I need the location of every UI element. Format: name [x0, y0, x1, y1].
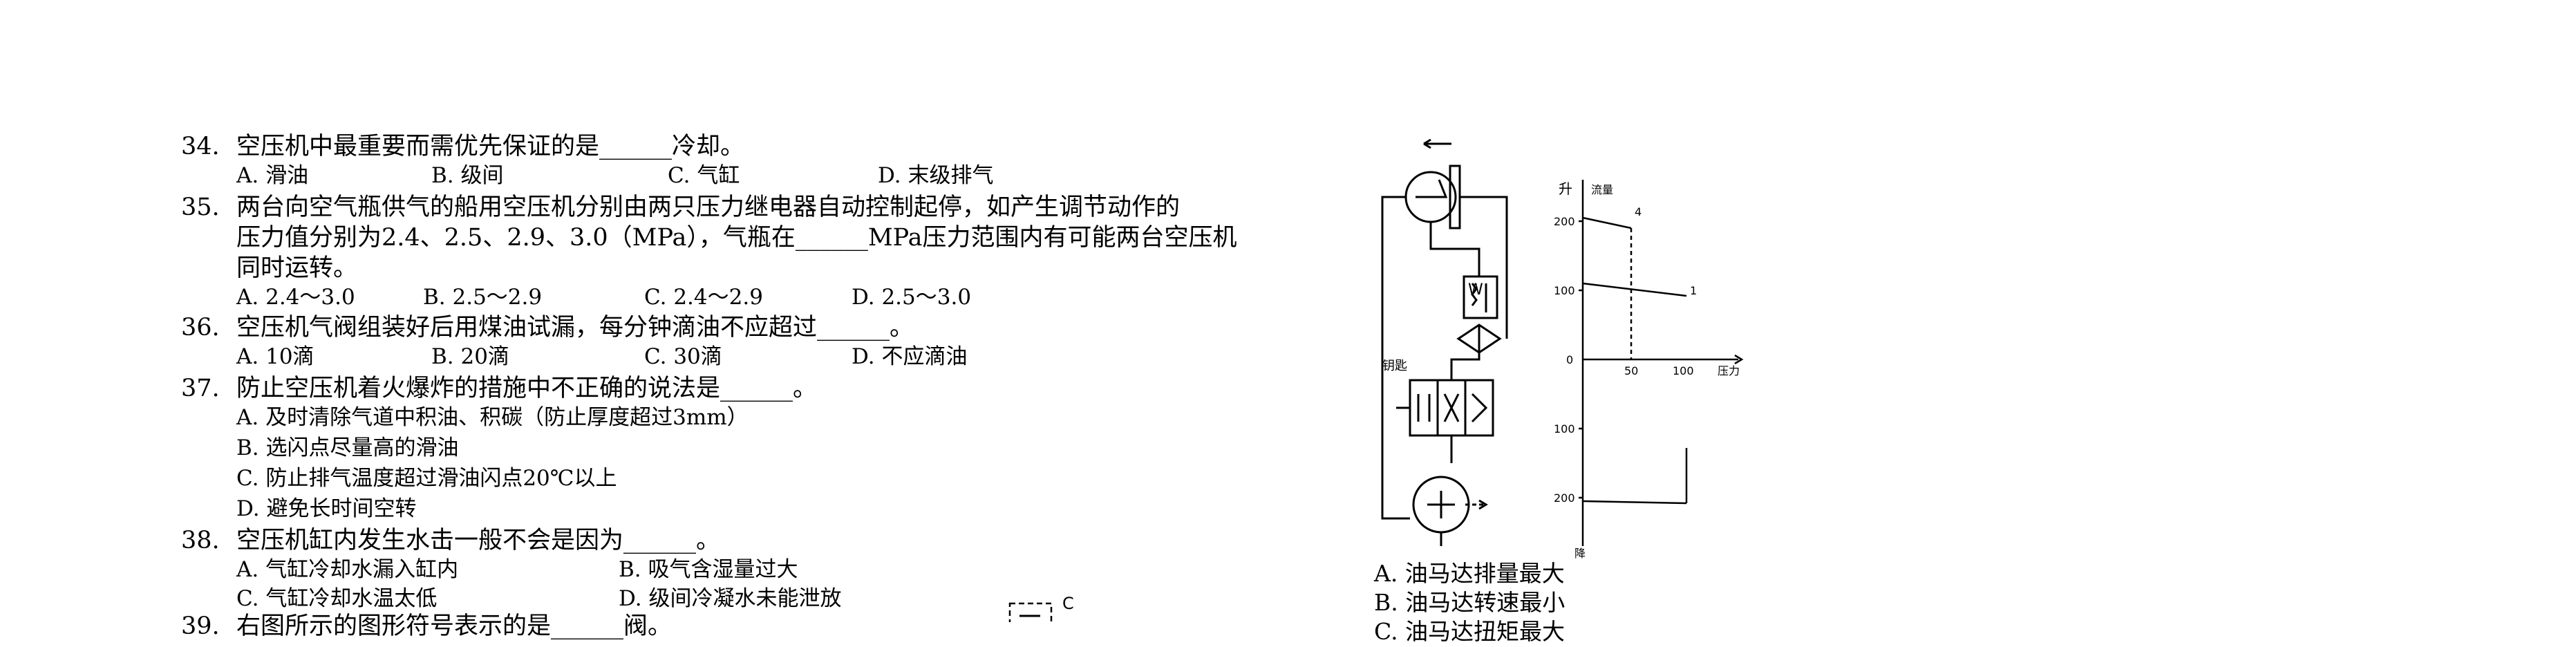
y-tick-neg100: 100 — [1554, 422, 1575, 435]
option-c: C. 气缸 — [668, 163, 740, 188]
option-a: A. 10滴 — [236, 344, 314, 369]
y-tick-neg200: 200 — [1554, 491, 1575, 505]
hydraulic-circuit-diagram: W 钥匙 — [1381, 138, 1508, 546]
question-text: 右图所示的图形符号表示的是______阀。 — [236, 612, 673, 640]
flow-pressure-graph: 升 流量 200 100 0 100 200 50 100 压力 4 1 降 — [1554, 180, 1744, 560]
option-a: A. 2.4～3.0 — [236, 285, 355, 310]
question-39-stem: 39. 右图所示的图形符号表示的是______阀。 — [181, 611, 672, 641]
question-number: 34. — [181, 133, 220, 160]
y-tick-0: 0 — [1566, 353, 1573, 366]
curve-label-a: 4 — [1635, 205, 1642, 218]
question-number: 39. — [181, 612, 220, 640]
y-tick-200: 200 — [1554, 215, 1575, 228]
option-a: A. 气缸冷却水漏入缸内 — [236, 557, 459, 582]
option-c: C. 防止排气温度超过滑油闪点20℃以上 — [236, 466, 617, 491]
box-label: C — [1062, 594, 1074, 613]
question-35-line-3: 同时运转。 — [236, 254, 358, 282]
option-a: A. 滑油 — [236, 163, 309, 188]
x-label: 压力 — [1718, 364, 1740, 377]
right-option-a: A. 油马达排量最大 — [1374, 560, 1565, 587]
question-text: 两台向空气瓶供气的船用空压机分别由两只压力继电器自动控制起停，如产生调节动作的 — [236, 194, 1181, 221]
option-c: C. 30滴 — [644, 344, 722, 369]
bottom-label: 降 — [1574, 547, 1586, 560]
option-b: B. 级间 — [431, 163, 504, 188]
question-35-line-2: 压力值分别为2.4、2.5、2.9、3.0（MPa），气瓶在______MPa压… — [236, 224, 1237, 252]
question-37-stem: 37. 防止空压机着火爆炸的措施中不正确的说法是______。 — [181, 373, 817, 404]
option-c: C. 2.4～2.9 — [644, 285, 763, 310]
hand-label: 钥匙 — [1382, 359, 1407, 373]
valve-symbol-partial: C — [1008, 594, 1074, 622]
question-38-stem: 38. 空压机缸内发生水击一般不会是因为______。 — [181, 525, 720, 556]
x-tick-100: 100 — [1673, 364, 1694, 377]
question-text: 空压机中最重要而需优先保证的是______冷却。 — [236, 133, 745, 160]
option-d: D. 不应滴油 — [852, 344, 968, 369]
option-d: D. 2.5～3.0 — [852, 285, 972, 310]
y-axis-title: 流量 — [1591, 183, 1613, 196]
option-b: B. 2.5～2.9 — [423, 285, 543, 310]
option-b: B. 选闪点尽量高的滑油 — [236, 435, 459, 460]
option-d: D. 避免长时间空转 — [236, 496, 417, 521]
option-a: A. 及时清除气道中积油、积碳（防止厚度超过3mm） — [236, 405, 749, 430]
option-c: C. 气缸冷却水温太低 — [236, 586, 438, 611]
x-tick-50: 50 — [1624, 364, 1638, 377]
question-text: 空压机缸内发生水击一般不会是因为______。 — [236, 527, 721, 554]
curve-label-b: 1 — [1690, 284, 1697, 297]
question-number: 36. — [181, 314, 220, 341]
option-d: D. 末级排气 — [878, 163, 994, 188]
right-option-c: C. 油马达扭矩最大 — [1374, 618, 1566, 645]
question-34-stem: 34. 空压机中最重要而需优先保证的是______冷却。 — [181, 131, 744, 162]
right-option-b: B. 油马达转速最小 — [1374, 589, 1566, 616]
question-number: 37. — [181, 375, 220, 402]
question-text: 防止空压机着火爆炸的措施中不正确的说法是______。 — [236, 375, 818, 402]
question-35-stem: 35. 两台向空气瓶供气的船用空压机分别由两只压力继电器自动控制起停，如产生调节动… — [181, 192, 1180, 223]
question-number: 35. — [181, 194, 220, 221]
question-text: 空压机气阀组装好后用煤油试漏，每分钟滴油不应超过______。 — [236, 314, 914, 341]
valve-label: W — [1468, 281, 1483, 299]
question-number: 38. — [181, 527, 220, 554]
option-b: B. 20滴 — [431, 344, 509, 369]
y-tick-100: 100 — [1554, 284, 1575, 297]
option-b: B. 吸气含湿量过大 — [619, 557, 798, 582]
option-d: D. 级间冷凝水未能泄放 — [619, 586, 842, 611]
question-36-stem: 36. 空压机气阀组装好后用煤油试漏，每分钟滴油不应超过______。 — [181, 312, 914, 343]
y-label: 升 — [1559, 180, 1572, 197]
